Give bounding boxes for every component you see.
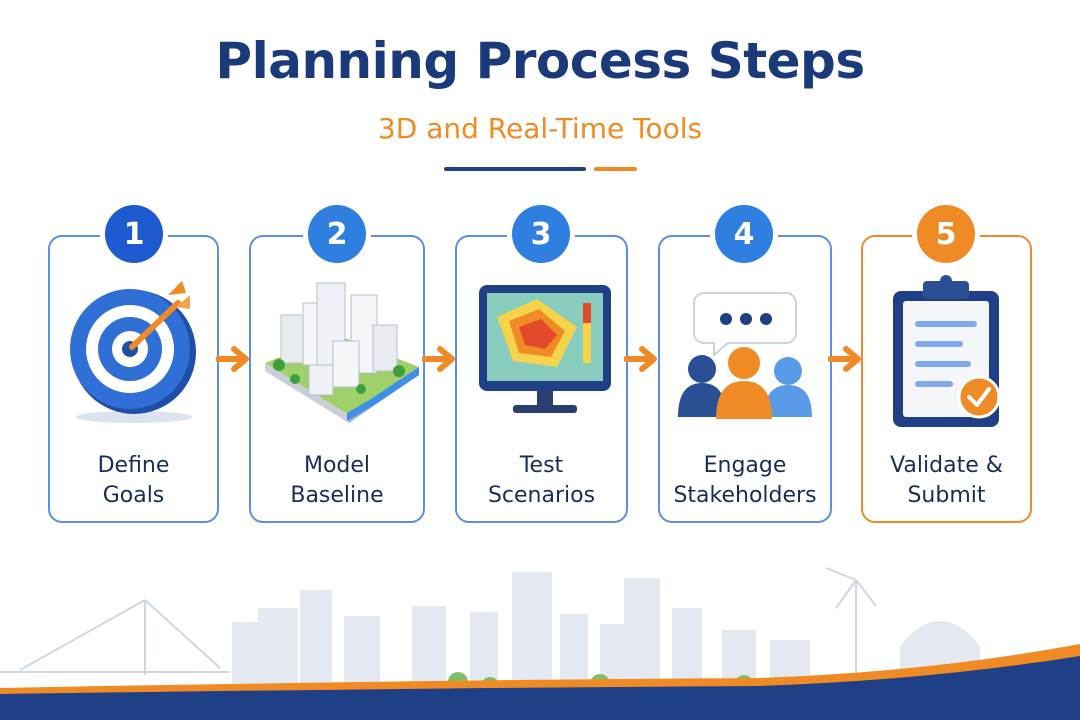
step-label-1: Define Goals	[97, 453, 170, 508]
page-subtitle: 3D and Real-Time Tools	[377, 112, 703, 145]
title-underline-blue	[444, 167, 586, 171]
step-label-2: Model Baseline	[290, 453, 384, 508]
arrow-right-icon	[422, 346, 455, 372]
step-label-3: Test Scenarios	[487, 453, 596, 508]
step-card-3: Test Scenarios	[455, 235, 628, 523]
monitor-heatmap-icon	[479, 285, 611, 413]
city-skyline-illustration	[0, 567, 1080, 720]
step-badge-5: 5	[917, 205, 975, 263]
people-chat-icon	[678, 292, 812, 419]
step-label-4: Engage Stakeholders	[673, 453, 817, 508]
step-label-5: Validate & Submit	[890, 453, 1003, 508]
step-badge-2: 2	[308, 205, 366, 263]
page-title: Planning Process Steps	[215, 32, 865, 90]
arrow-right-icon	[828, 346, 861, 372]
step-card-4: Engage Stakeholders	[658, 235, 832, 523]
arrow-right-icon	[216, 346, 249, 372]
step-badge-1: 1	[105, 205, 163, 263]
step-badge-3: 3	[512, 205, 570, 263]
title-underline-orange	[594, 167, 637, 171]
clipboard-check-icon	[893, 275, 1001, 427]
step-card-2: Model Baseline	[249, 235, 425, 523]
step-badge-4: 4	[715, 205, 773, 263]
step-card-5: Validate & Submit	[861, 235, 1032, 523]
target-icon	[70, 281, 196, 423]
arrow-right-icon	[624, 346, 657, 372]
step-card-1: Define Goals	[48, 235, 219, 523]
city-model-icon	[265, 282, 419, 423]
